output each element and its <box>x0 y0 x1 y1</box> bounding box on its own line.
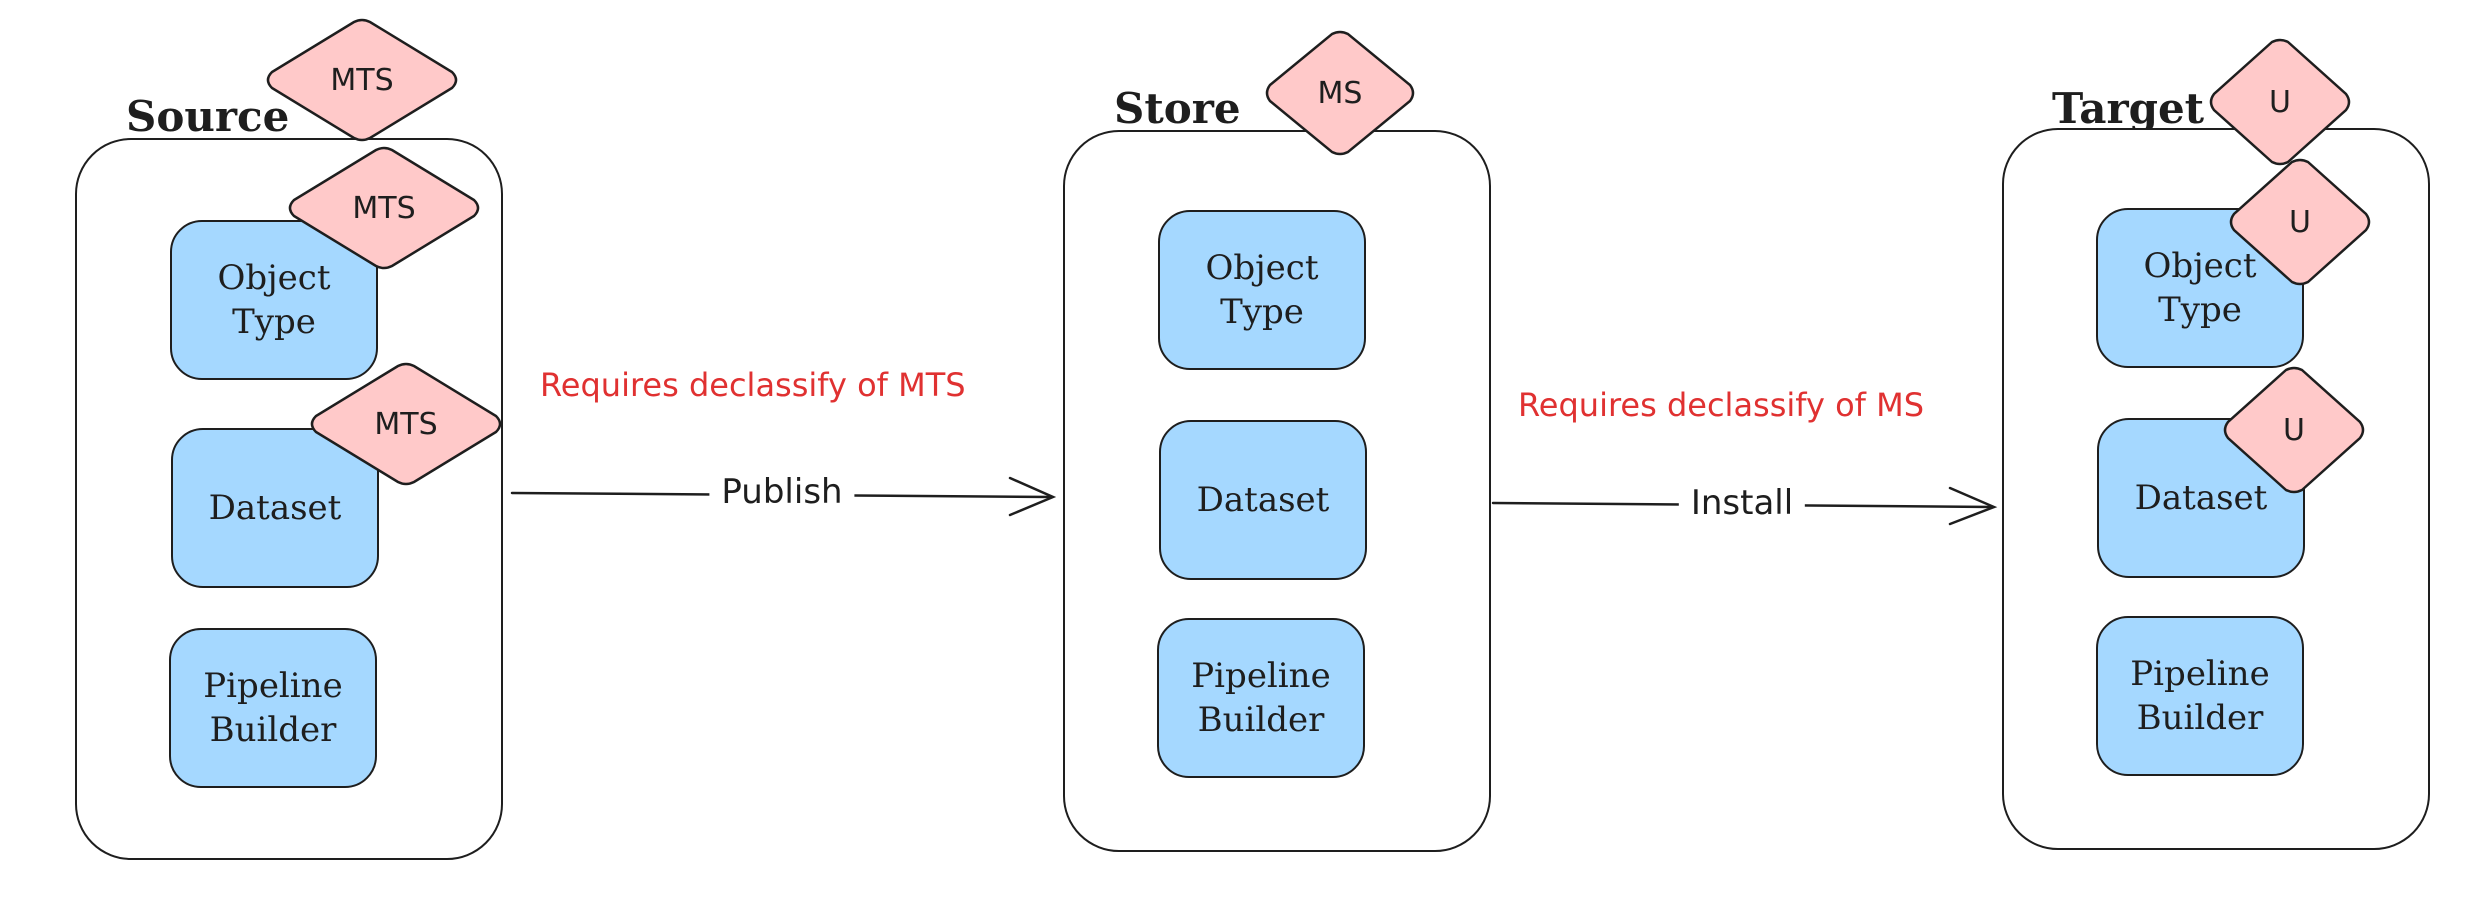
source-title: Source <box>126 92 290 141</box>
source-classification-badge: MTS <box>262 18 462 142</box>
source-dataset-badge: MTS <box>306 362 506 486</box>
publish-arrowhead <box>1008 476 1057 517</box>
store-pipeline-builder-node[interactable]: Pipeline Builder <box>1157 618 1365 778</box>
target-object-type-badge: U <box>2226 158 2374 286</box>
source-object-type-badge: MTS <box>284 146 484 270</box>
store-object-type-node[interactable]: Object Type <box>1158 210 1366 370</box>
install-edge-label: Install <box>1678 483 1806 523</box>
publish-declassify-note: Requires declassify of MTS <box>540 366 966 404</box>
target-dataset-badge: U <box>2220 366 2368 494</box>
publish-edge-label: Publish <box>709 472 855 512</box>
target-pipeline-builder-node[interactable]: Pipeline Builder <box>2096 616 2304 776</box>
target-object-type-node[interactable]: Object Type <box>2096 208 2304 368</box>
target-classification-badge: U <box>2206 38 2354 166</box>
install-arrowhead <box>1948 486 1998 526</box>
store-dataset-node[interactable]: Dataset <box>1159 420 1367 580</box>
target-dataset-node[interactable]: Dataset <box>2097 418 2305 578</box>
install-declassify-note: Requires declassify of MS <box>1518 386 1925 424</box>
source-pipeline-builder-node[interactable]: Pipeline Builder <box>169 628 377 788</box>
store-classification-badge: MS <box>1262 30 1418 156</box>
source-dataset-node[interactable]: Dataset <box>171 428 379 588</box>
store-title: Store <box>1114 84 1241 133</box>
target-title: Target <box>2052 84 2205 133</box>
